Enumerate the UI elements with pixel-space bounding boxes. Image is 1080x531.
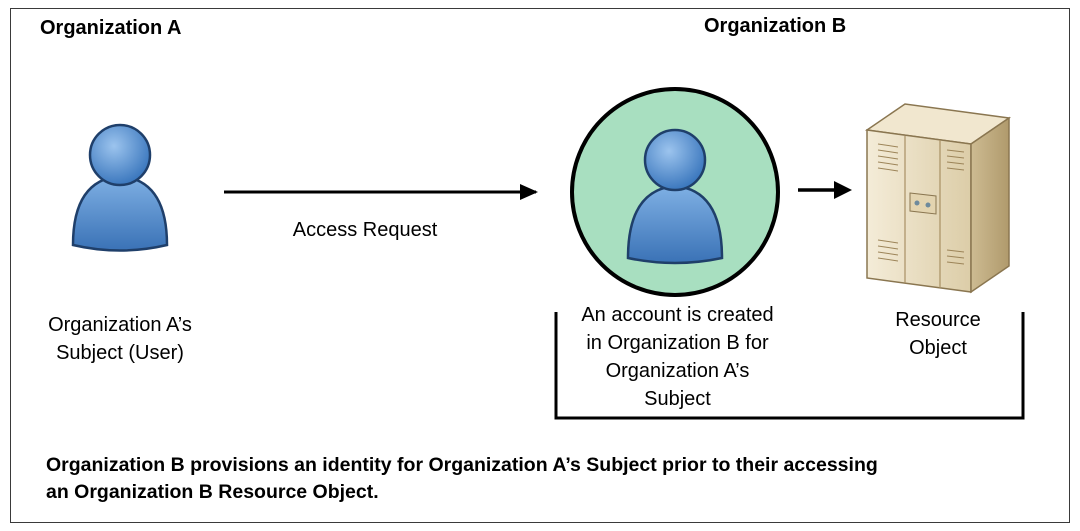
account-caption: An account is created in Organization B … xyxy=(555,301,800,413)
grouping-bracket xyxy=(554,312,1025,420)
account-circle-icon xyxy=(570,87,780,297)
account-caption-line4: Subject xyxy=(644,388,711,410)
diagram-frame xyxy=(10,8,1070,523)
resource-arrow xyxy=(798,181,852,199)
account-caption-line3: Organization A’s xyxy=(605,360,750,382)
account-caption-line1: An account is created xyxy=(581,304,774,326)
access-request-label: Access Request xyxy=(292,219,438,241)
footer-line1: Organization B provisions an identity fo… xyxy=(46,454,878,476)
account-caption-line2: in Organization B for xyxy=(586,332,769,354)
subject-caption-line1: Organization A’s xyxy=(48,314,192,336)
resource-caption-line1: Resource xyxy=(895,309,981,331)
footer-text: Organization B provisions an identity fo… xyxy=(46,452,1056,506)
resource-caption: Resource Object xyxy=(868,306,1008,362)
footer-line2: an Organization B Resource Object. xyxy=(46,481,379,503)
resource-caption-line2: Object xyxy=(909,337,967,359)
org-b-title: Organization B xyxy=(704,15,847,37)
server-icon xyxy=(864,103,1012,294)
subject-caption-line2: Subject (User) xyxy=(56,342,184,364)
access-request-arrow xyxy=(224,184,538,200)
org-a-title: Organization A xyxy=(40,17,182,39)
subject-user-icon xyxy=(71,123,169,252)
subject-caption: Organization A’s Subject (User) xyxy=(20,311,220,367)
